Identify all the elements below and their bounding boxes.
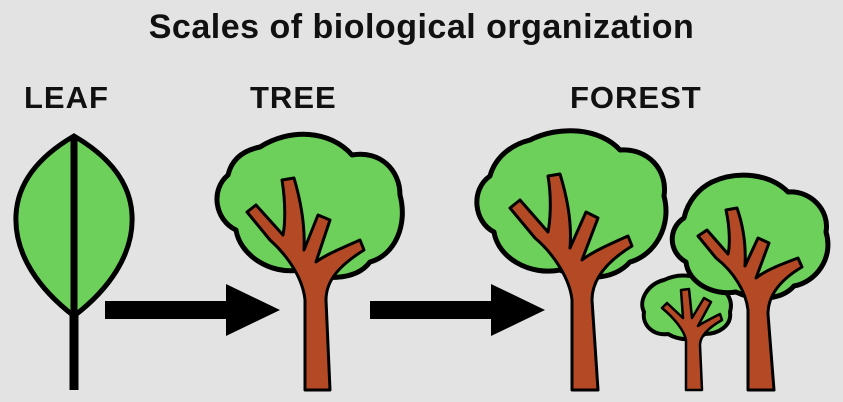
arrow-tree-to-forest — [370, 284, 545, 336]
stage-label-leaf: LEAF — [24, 80, 109, 115]
forest-tree-large — [474, 128, 669, 392]
leaf-illustration — [13, 133, 135, 390]
stage-label-tree: TREE — [250, 80, 337, 115]
forest-tree-right — [669, 172, 831, 392]
diagram-title: Scales of biological organization — [148, 8, 695, 46]
tree-trunk — [245, 176, 366, 392]
tree-illustration — [214, 131, 405, 392]
arrow-leaf-to-tree — [105, 284, 280, 336]
stage-label-forest: FOREST — [570, 80, 702, 115]
